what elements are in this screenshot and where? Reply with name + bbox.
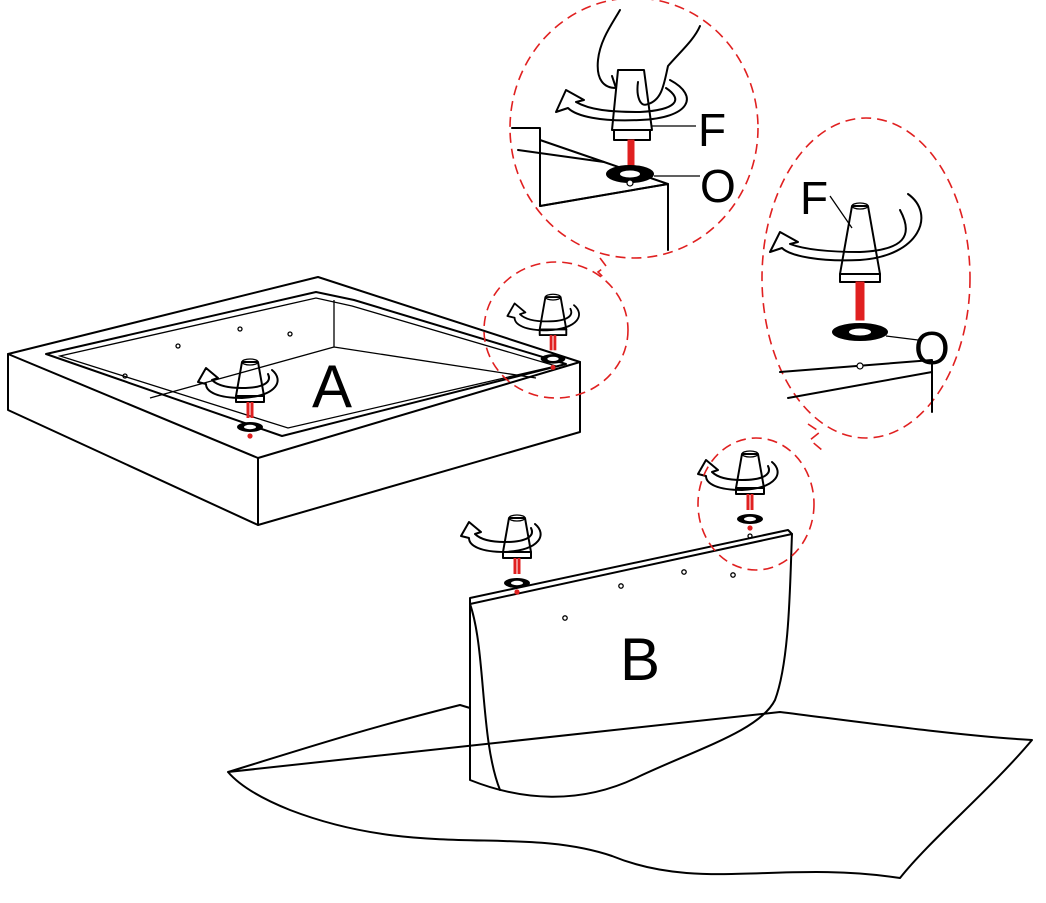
label-tray-a: A <box>312 353 352 420</box>
label-leg-f-top: F <box>698 104 726 156</box>
panel-leg-right <box>697 449 779 533</box>
floor-sheet <box>227 704 1033 879</box>
panel-leg-left <box>460 513 542 597</box>
label-washer-o-right: O <box>914 322 950 374</box>
label-leg-f-right: F <box>800 172 828 224</box>
magnified-detail-right <box>761 117 971 439</box>
label-washer-o-top: O <box>700 160 736 212</box>
shower-tray-a <box>7 276 581 526</box>
label-panel-b: B <box>620 626 660 693</box>
detail-marker-tray-corner <box>483 261 629 399</box>
front-panel-b <box>469 529 793 798</box>
magnified-detail-top <box>509 0 759 259</box>
tray-leg-center <box>197 357 279 441</box>
detail-marker-panel-corner <box>697 437 815 571</box>
